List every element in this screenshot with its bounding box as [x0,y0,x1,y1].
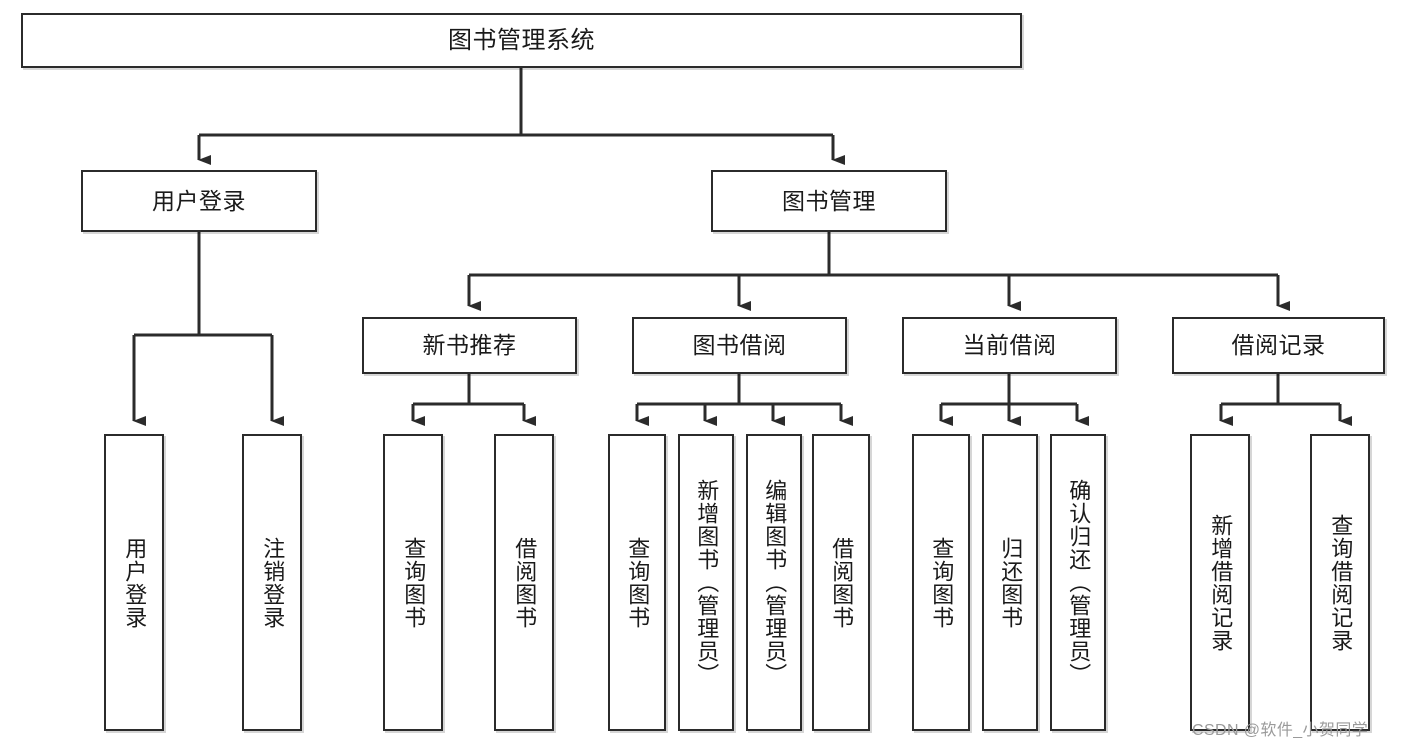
leaf-logout[interactable]: 注销登录 [242,434,302,731]
leaf-borrow-book[interactable]: 借阅图书 [812,434,870,731]
leaf-query-book-recommend-label: 查询图书 [401,536,427,629]
leaf-return-book[interactable]: 归还图书 [982,434,1038,731]
node-root-label: 图书管理系统 [448,26,595,54]
node-borrow-record-label: 借阅记录 [1231,332,1326,359]
leaf-confirm-return-admin-label: 确认归还（管理员） [1066,479,1092,686]
node-borrow-record[interactable]: 借阅记录 [1172,317,1385,374]
node-current-borrow-label: 当前借阅 [962,332,1057,359]
node-new-book-recommend[interactable]: 新书推荐 [362,317,577,374]
leaf-query-borrow-record[interactable]: 查询借阅记录 [1310,434,1370,731]
leaf-return-book-label: 归还图书 [998,536,1024,629]
leaf-borrow-book-label: 借阅图书 [829,536,855,629]
leaf-add-borrow-record[interactable]: 新增借阅记录 [1190,434,1250,731]
leaf-add-book-admin-label: 新增图书（管理员） [694,479,720,686]
leaf-add-borrow-record-label: 新增借阅记录 [1208,513,1234,652]
leaf-logout-label: 注销登录 [260,536,286,629]
leaf-query-book-current[interactable]: 查询图书 [912,434,970,731]
leaf-user-login[interactable]: 用户登录 [104,434,164,731]
leaf-query-book-borrow[interactable]: 查询图书 [608,434,666,731]
node-book-management[interactable]: 图书管理 [711,170,947,232]
leaf-user-login-label: 用户登录 [122,536,148,629]
node-user-login[interactable]: 用户登录 [81,170,317,232]
leaf-edit-book-admin-label: 编辑图书（管理员） [762,479,788,686]
node-new-book-recommend-label: 新书推荐 [422,332,517,359]
leaf-query-borrow-record-label: 查询借阅记录 [1328,513,1354,652]
node-book-borrow[interactable]: 图书借阅 [632,317,847,374]
node-current-borrow[interactable]: 当前借阅 [902,317,1117,374]
leaf-add-book-admin[interactable]: 新增图书（管理员） [678,434,734,731]
watermark: CSDN @软件_小贺同学 [1192,722,1369,739]
node-book-borrow-label: 图书借阅 [692,332,787,359]
leaf-query-book-borrow-label: 查询图书 [625,536,651,629]
node-root[interactable]: 图书管理系统 [21,13,1022,68]
leaf-query-book-current-label: 查询图书 [929,536,955,629]
leaf-confirm-return-admin[interactable]: 确认归还（管理员） [1050,434,1106,731]
node-user-login-label: 用户登录 [152,187,246,214]
leaf-borrow-book-recommend[interactable]: 借阅图书 [494,434,554,731]
leaf-borrow-book-recommend-label: 借阅图书 [512,536,538,629]
node-book-management-label: 图书管理 [782,187,876,214]
leaf-edit-book-admin[interactable]: 编辑图书（管理员） [746,434,802,731]
leaf-query-book-recommend[interactable]: 查询图书 [383,434,443,731]
